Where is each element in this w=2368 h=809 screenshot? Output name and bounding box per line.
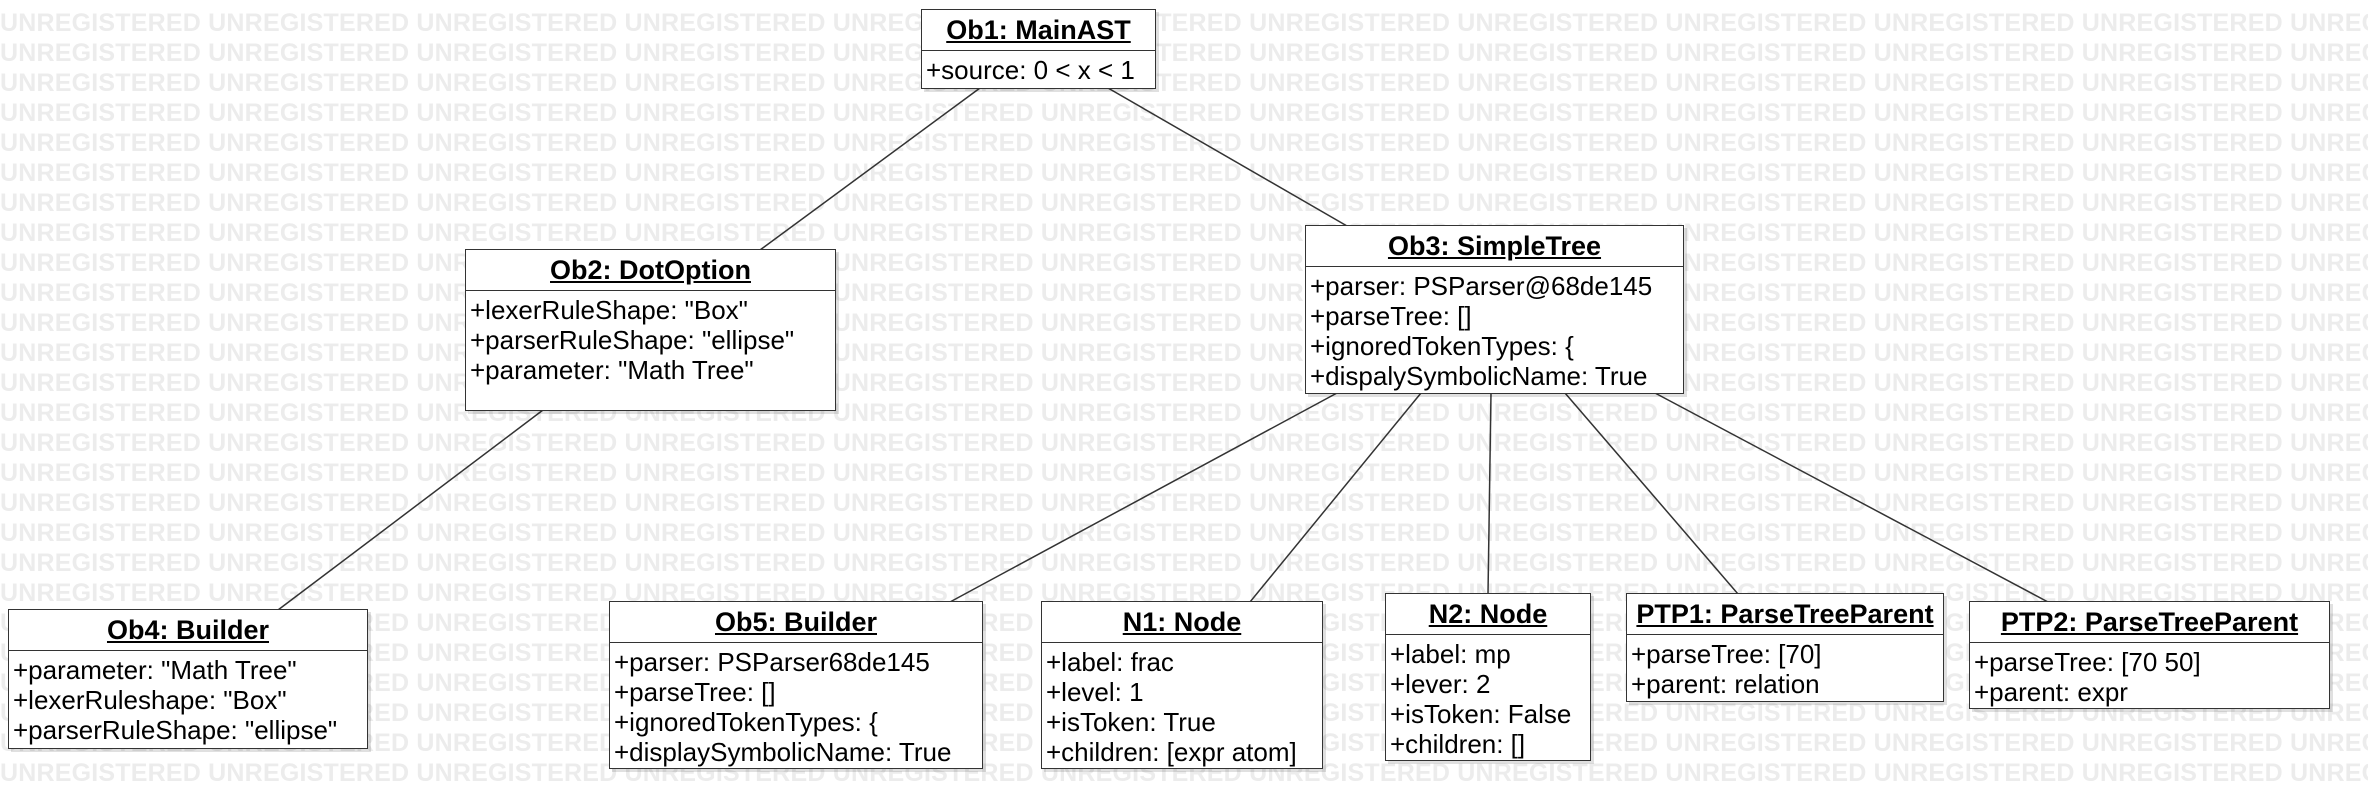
watermark-row: UNREGISTERED UNREGISTERED UNREGISTERED U… [0, 9, 2368, 37]
link-ob3-ob5 [949, 392, 1338, 603]
attribute: +parent: relation [1631, 669, 1820, 699]
object-ptp1[interactable]: PTP1: ParseTreeParent +parseTree: [70] +… [1626, 593, 1944, 702]
attribute: +parseTree: [] [614, 677, 776, 707]
link-ob2-ob4 [277, 409, 544, 611]
attribute: +ignoredTokenTypes: { [614, 707, 878, 737]
object-n1-attributes: +label: frac +level: 1 +isToken: True +c… [1042, 643, 1322, 767]
watermark-row: UNREGISTERED UNREGISTERED UNREGISTERED U… [0, 189, 2368, 217]
attribute: +parser: PSParser68de145 [614, 647, 930, 677]
object-ob2[interactable]: Ob2: DotOption +lexerRuleShape: "Box" +p… [465, 249, 836, 411]
object-ob3[interactable]: Ob3: SimpleTree +parser: PSParser@68de14… [1305, 225, 1684, 394]
object-ob3-attributes: +parser: PSParser@68de145 +parseTree: []… [1306, 267, 1683, 391]
link-ob1-ob3 [1107, 87, 1348, 227]
attribute: +source: 0 < x < 1 [926, 55, 1135, 85]
link-ob3-n1 [1249, 392, 1422, 603]
attribute: +parameter: "Math Tree" [13, 655, 297, 685]
object-n1[interactable]: N1: Node +label: frac +level: 1 +isToken… [1041, 601, 1323, 769]
watermark-row: UNREGISTERED UNREGISTERED UNREGISTERED U… [0, 519, 2368, 547]
object-ob2-attributes: +lexerRuleShape: "Box" +parserRuleShape:… [466, 291, 835, 385]
link-ob3-n2 [1487, 392, 1492, 595]
attribute: +displaySymbolicName: True [614, 737, 952, 767]
watermark-row: UNREGISTERED UNREGISTERED UNREGISTERED U… [0, 219, 2368, 247]
attribute: +parseTree: [70] [1631, 639, 1822, 669]
link-ob3-ptp1 [1564, 392, 1739, 595]
attribute: +parserRuleShape: "ellipse" [470, 325, 795, 355]
watermark-row: UNREGISTERED UNREGISTERED UNREGISTERED U… [0, 339, 2368, 367]
watermark-row: UNREGISTERED UNREGISTERED UNREGISTERED U… [0, 309, 2368, 337]
attribute: +children: [expr atom] [1046, 737, 1297, 767]
object-ob4-name: Ob4: Builder [9, 610, 367, 651]
watermark-row: UNREGISTERED UNREGISTERED UNREGISTERED U… [0, 429, 2368, 457]
watermark-row: UNREGISTERED UNREGISTERED UNREGISTERED U… [0, 249, 2368, 277]
unregistered-watermark: UNREGISTERED UNREGISTERED UNREGISTERED U… [0, 9, 2368, 787]
watermark-row: UNREGISTERED UNREGISTERED UNREGISTERED U… [0, 39, 2368, 67]
attribute: +level: 1 [1046, 677, 1144, 707]
object-ptp2[interactable]: PTP2: ParseTreeParent +parseTree: [70 50… [1969, 601, 2330, 709]
object-ob5-attributes: +parser: PSParser68de145 +parseTree: [] … [610, 643, 982, 767]
object-ob1-attributes: +source: 0 < x < 1 [922, 51, 1155, 85]
attribute: +lexerRuleshape: "Box" [13, 685, 287, 715]
attribute: +dispalySymbolicName: True [1310, 361, 1648, 391]
attribute: +children: [] [1390, 729, 1526, 759]
watermark-row: UNREGISTERED UNREGISTERED UNREGISTERED U… [0, 99, 2368, 127]
watermark-row: UNREGISTERED UNREGISTERED UNREGISTERED U… [0, 489, 2368, 517]
watermark-row: UNREGISTERED UNREGISTERED UNREGISTERED U… [0, 459, 2368, 487]
object-ob4-attributes: +parameter: "Math Tree" +lexerRuleshape:… [9, 651, 367, 745]
attribute: +label: mp [1390, 639, 1511, 669]
object-ob1-name: Ob1: MainAST [922, 10, 1155, 51]
object-ptp2-name: PTP2: ParseTreeParent [1970, 602, 2329, 643]
attribute: +parser: PSParser@68de145 [1310, 271, 1653, 301]
attribute: +parseTree: [70 50] [1974, 647, 2201, 677]
attribute: +lever: 2 [1390, 669, 1491, 699]
link-ob1-ob2 [759, 87, 981, 251]
object-ob5-name: Ob5: Builder [610, 602, 982, 643]
link-ob3-ptp2 [1654, 392, 2049, 603]
watermark-row: UNREGISTERED UNREGISTERED UNREGISTERED U… [0, 129, 2368, 157]
object-n1-name: N1: Node [1042, 602, 1322, 643]
watermark-row: UNREGISTERED UNREGISTERED UNREGISTERED U… [0, 159, 2368, 187]
watermark-row: UNREGISTERED UNREGISTERED UNREGISTERED U… [0, 279, 2368, 307]
object-ob3-name: Ob3: SimpleTree [1306, 226, 1683, 267]
object-n2-name: N2: Node [1386, 594, 1590, 635]
attribute: +parameter: "Math Tree" [470, 355, 754, 385]
attribute: +isToken: True [1046, 707, 1216, 737]
attribute: +isToken: False [1390, 699, 1572, 729]
object-n2-attributes: +label: mp +lever: 2 +isToken: False +ch… [1386, 635, 1590, 759]
watermark-row: UNREGISTERED UNREGISTERED UNREGISTERED U… [0, 369, 2368, 397]
attribute: +lexerRuleShape: "Box" [470, 295, 748, 325]
attribute: +ignoredTokenTypes: { [1310, 331, 1574, 361]
object-ob2-name: Ob2: DotOption [466, 250, 835, 291]
object-ptp2-attributes: +parseTree: [70 50] +parent: expr [1970, 643, 2329, 707]
object-ob1[interactable]: Ob1: MainAST +source: 0 < x < 1 [921, 9, 1156, 89]
watermark-row: UNREGISTERED UNREGISTERED UNREGISTERED U… [0, 399, 2368, 427]
attribute: +parserRuleShape: "ellipse" [13, 715, 338, 745]
object-ptp1-name: PTP1: ParseTreeParent [1627, 594, 1943, 635]
attribute: +parseTree: [] [1310, 301, 1472, 331]
object-ptp1-attributes: +parseTree: [70] +parent: relation [1627, 635, 1943, 699]
object-ob5[interactable]: Ob5: Builder +parser: PSParser68de145 +p… [609, 601, 983, 769]
watermark-row: UNREGISTERED UNREGISTERED UNREGISTERED U… [0, 69, 2368, 97]
attribute: +label: frac [1046, 647, 1174, 677]
attribute: +parent: expr [1974, 677, 2128, 707]
object-ob4[interactable]: Ob4: Builder +parameter: "Math Tree" +le… [8, 609, 368, 749]
object-n2[interactable]: N2: Node +label: mp +lever: 2 +isToken: … [1385, 593, 1591, 761]
